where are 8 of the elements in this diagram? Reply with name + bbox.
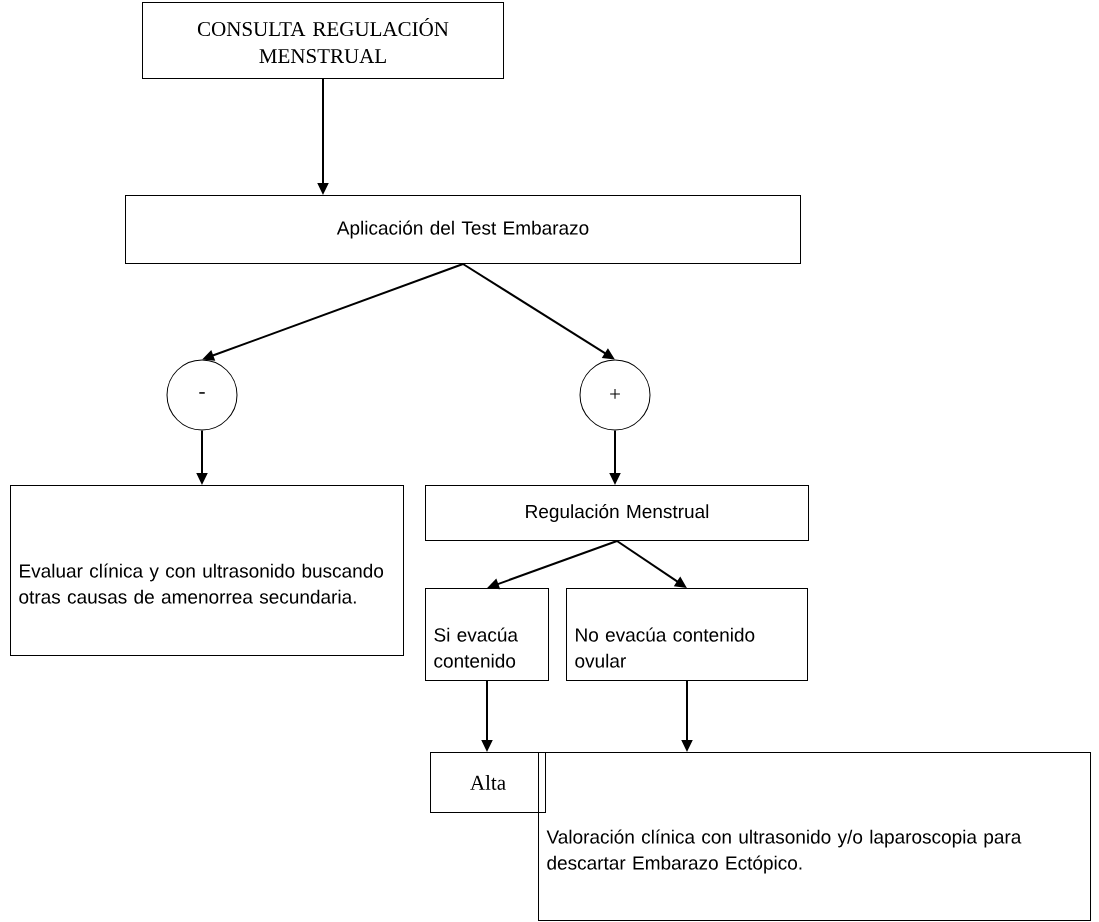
process-box: Aplicación del Test Embarazo (125, 195, 801, 264)
process-box: CONSULTA REGULACIÓN MENSTRUAL (142, 2, 504, 79)
process-box: Evaluar clínica y con ultrasonido buscando otras causas de amenorrea secundaria. (10, 485, 404, 656)
process-box: Alta (430, 752, 546, 813)
process-box: Valoración clínica con ultrasonido y/o laparoscopia para descartar Embarazo Ectópico. (538, 752, 1091, 921)
process-box: No evacúa contenido ovular (566, 588, 808, 681)
process-box: Regulación Menstrual (425, 485, 809, 541)
process-box: Si evacúa contenido (425, 588, 549, 681)
